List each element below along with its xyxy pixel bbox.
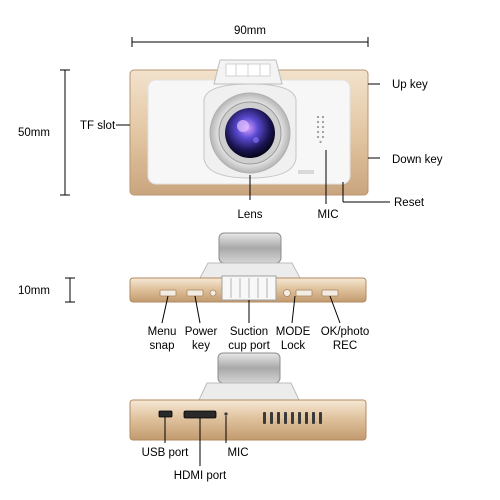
- cup-port-label: cup port: [228, 340, 270, 352]
- mic-holes-icon: [316, 115, 325, 144]
- usb-port: [158, 410, 173, 418]
- mode-label: MODE: [276, 326, 311, 338]
- camera-bottom-body: [129, 399, 367, 441]
- logo-plate: [298, 170, 314, 174]
- lens-icon: [225, 108, 275, 158]
- height-label: 50mm: [18, 127, 50, 139]
- tf-slot-callout: TF slot: [80, 120, 130, 132]
- reset-callout: Reset: [342, 182, 425, 209]
- width-dimension: 90mm: [131, 25, 369, 47]
- menu-button[interactable]: [159, 289, 177, 297]
- front-view: 90mm 50mm: [18, 25, 443, 221]
- mode-button[interactable]: [283, 289, 291, 297]
- lock-button[interactable]: [295, 289, 313, 297]
- ok-photo-label: OK/photo: [321, 326, 370, 338]
- power-button[interactable]: [186, 289, 204, 297]
- up-key-label: Up key: [392, 79, 428, 91]
- top-view: 10mm Menu snap Power key Suction cup por…: [18, 232, 370, 352]
- rec-label: REC: [333, 340, 357, 352]
- suction-label: Suction: [230, 326, 268, 338]
- snap-label: snap: [150, 340, 175, 352]
- hdmi-port-label: HDMI port: [174, 470, 227, 482]
- lens-callout: Lens: [238, 175, 263, 221]
- bottom-view: USB port MIC HDMI port: [129, 352, 367, 482]
- width-label: 90mm: [234, 25, 266, 37]
- mic-label-front: MIC: [317, 209, 338, 221]
- depth-label: 10mm: [18, 285, 50, 297]
- mic-hole-icon: [224, 412, 228, 416]
- power-label: Power: [185, 326, 218, 338]
- tf-slot-label: TF slot: [80, 120, 116, 132]
- lock-label: Lock: [281, 340, 306, 352]
- down-key-callout: Down key: [368, 154, 443, 166]
- ok-rec-button[interactable]: [321, 289, 339, 297]
- up-key-callout: Up key: [368, 79, 428, 91]
- lens-barrel-top: [218, 232, 282, 264]
- lens-barrel-bottom: [217, 352, 281, 384]
- hdmi-port: [183, 410, 217, 419]
- reset-label: Reset: [394, 197, 425, 209]
- speaker-grille-icon: [263, 412, 322, 424]
- power-key-dot-icon: [209, 289, 217, 297]
- mic-callout: MIC: [317, 150, 339, 221]
- depth-dimension: 10mm: [18, 277, 75, 303]
- usb-port-label: USB port: [142, 447, 189, 459]
- down-key-label: Down key: [392, 154, 443, 166]
- menu-label: Menu: [148, 326, 177, 338]
- mic-label-bottom: MIC: [227, 447, 248, 459]
- key-label: key: [192, 340, 210, 352]
- lens-label: Lens: [238, 209, 263, 221]
- height-dimension: 50mm: [18, 69, 70, 196]
